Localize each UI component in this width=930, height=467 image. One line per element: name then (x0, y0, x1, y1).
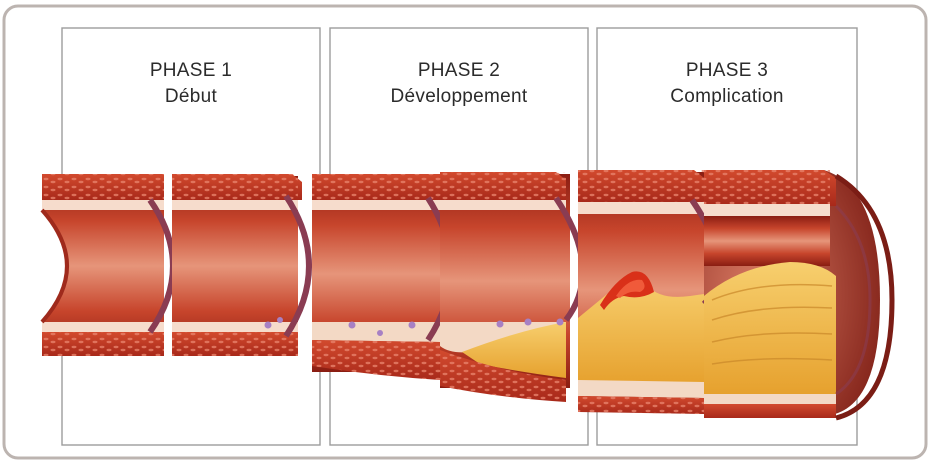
artery-segment-4 (440, 172, 583, 402)
artery-segment-1 (42, 174, 173, 356)
phase-2-subtitle: Développement (339, 84, 579, 110)
artery-segment-3 (312, 174, 451, 380)
phase-1-subtitle: Début (71, 84, 311, 110)
phase-3-subtitle: Complication (607, 84, 847, 110)
phase-3-heading: PHASE 3 Complication (607, 58, 847, 110)
artery-segment-5 (578, 170, 719, 414)
phase-2-heading: PHASE 2 Développement (339, 58, 579, 110)
phase-2-title: PHASE 2 (339, 58, 579, 84)
phase-1-heading: PHASE 1 Début (71, 58, 311, 110)
phase-3-title: PHASE 3 (607, 58, 847, 84)
artery-segment-2 (172, 174, 309, 356)
artery-segment-6 (704, 170, 892, 418)
phase-1-title: PHASE 1 (71, 58, 311, 84)
